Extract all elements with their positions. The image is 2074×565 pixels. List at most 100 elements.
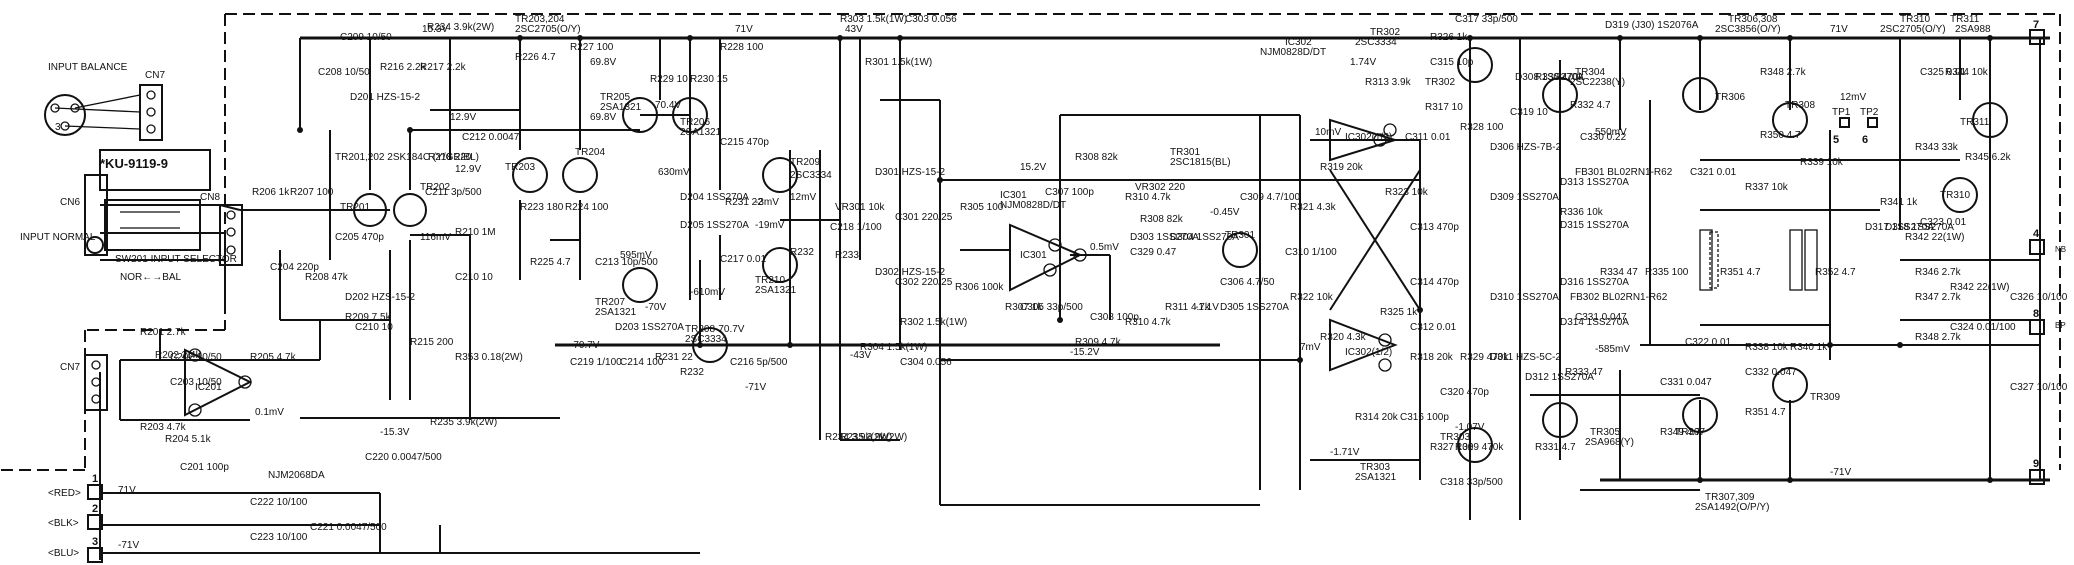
r225-label: R229 10 xyxy=(650,74,688,85)
vm71-mid: -71V xyxy=(745,382,766,393)
r303-label: R303 1.5k(1W) xyxy=(840,14,907,25)
r307-label: R307 1k xyxy=(1005,302,1043,313)
r219-label: R223 180 xyxy=(520,202,564,213)
r234-label: R234 3.9k(2W) xyxy=(427,22,494,33)
d202-label: D202 HZS-15-2 xyxy=(345,292,415,303)
d304-label: D304 1SS270A xyxy=(1170,232,1239,243)
vm3: -3mV xyxy=(755,197,779,208)
r204-label: R204 5.1k xyxy=(165,434,212,445)
r206-label: R206 1k xyxy=(252,187,290,198)
d302-label: D302 HZS-15-2 xyxy=(875,267,945,278)
r333-label: R334 47 xyxy=(1600,267,1638,278)
r347-label: R347 2.7k xyxy=(1915,292,1962,303)
c330-label: C331 0.047 xyxy=(1575,312,1627,323)
r325-label: R326 1k xyxy=(1430,32,1468,43)
tr205-type: 2SA1321 xyxy=(600,102,642,113)
r339-label: R340 1k xyxy=(1790,342,1828,353)
tr203-label: TR203 xyxy=(505,162,535,173)
tr310-type: 2SC2705(O/Y) xyxy=(1880,24,1946,35)
d317-label: D317 1SS270A xyxy=(1865,222,1934,233)
c306-label: C306 4.7/50 xyxy=(1220,277,1275,288)
tr301-type: 2SC1815(BL) xyxy=(1170,157,1231,168)
r353-label: R351 4.7 xyxy=(1720,267,1761,278)
v116: 116mV xyxy=(420,232,451,243)
tr205-label: TR205 xyxy=(600,92,630,103)
r220-label: R224 100 xyxy=(565,202,609,213)
c323-label: C323 0.01 xyxy=(1920,217,1967,228)
r346-label: R346 2.7k xyxy=(1915,267,1962,278)
c301-label: C301 220/25 xyxy=(895,212,953,223)
r233-label: R235 3.9k(2W) xyxy=(840,432,907,443)
c205-label: C205 470p xyxy=(335,232,384,243)
r235-label: R235 3.9k(2W) xyxy=(430,417,497,428)
c210-label: C210 10 xyxy=(455,272,493,283)
r331-label: R332 4.7 xyxy=(1570,100,1611,111)
r232-label: R234 3.9k(2W) xyxy=(825,432,892,443)
r209-label: R209 7.5k xyxy=(345,312,392,323)
ic201-opamp xyxy=(184,348,253,417)
tr307-label: TR307 xyxy=(1675,427,1705,438)
c322-label: C322 0.01 xyxy=(1685,337,1732,348)
tr309-label: TR309 xyxy=(1810,392,1840,403)
vm1-71: -1.71V xyxy=(1330,447,1360,458)
c314-label: C314 470p xyxy=(1410,277,1459,288)
r321-label: R322 10k xyxy=(1290,292,1334,303)
vm1-07: -1.07V xyxy=(1455,422,1485,433)
c329-label: C330 0.22 xyxy=(1580,132,1627,143)
ic201-type: NJM2068DA xyxy=(268,470,325,481)
board-label: *KU-9119-9 xyxy=(100,156,168,171)
v71-input: 71V xyxy=(118,485,136,496)
power-resistor-blocks xyxy=(1699,229,1818,291)
c221-label: C221 0.0047/500 xyxy=(310,522,387,533)
pin-4: 4 xyxy=(2033,228,2040,240)
cn7-block xyxy=(84,354,108,411)
r317-label: R318 20k xyxy=(1410,352,1454,363)
c219-label: C219 1/100 xyxy=(570,357,622,368)
r230-label: R232 xyxy=(790,247,814,258)
tr208-type: 2SC3334 xyxy=(685,334,727,345)
v550: 550mV xyxy=(1595,127,1627,138)
tr210-label: TR210 xyxy=(755,275,785,286)
tp1-label: TP1 xyxy=(1832,107,1851,118)
r340-label: R341 1k xyxy=(1880,197,1918,208)
c211-label: C211 3p/500 xyxy=(425,187,482,198)
tr303-chip: TR303 xyxy=(1440,432,1470,443)
c321-label: C321 0.01 xyxy=(1690,167,1737,178)
transistor-symbols xyxy=(512,47,2008,463)
c209-label: C210 10 xyxy=(355,322,393,333)
cn6-block xyxy=(84,149,211,256)
r313-label: R311 4.7k xyxy=(1165,302,1211,313)
cn8-label: CN8 xyxy=(200,192,220,203)
r216-label: R216 2.2k xyxy=(380,62,427,73)
tr302-chip: TR302 xyxy=(1425,77,1455,88)
input-normal-label: INPUT NORMAL xyxy=(20,232,96,243)
tr303-type: 2SA1321 xyxy=(1355,472,1397,483)
r-array-label: R353 0.18(2W) xyxy=(455,352,523,363)
tr203-204-label: TR203,204 xyxy=(515,14,565,25)
ic301-type: NJM0828D/DT xyxy=(1000,200,1066,211)
tr201-label: TR201 xyxy=(340,202,370,213)
vm15-3: -15.3V xyxy=(380,427,410,438)
tr304-type: 2SC2238(Y) xyxy=(1570,77,1625,88)
d316-label: D316 1SS270A xyxy=(1560,277,1629,288)
r221-label: R225 4.7 xyxy=(530,257,571,268)
c220-label: C220 0.0047/500 xyxy=(365,452,442,463)
r311-label: R310 4.7k xyxy=(1125,192,1172,203)
tr304-label: TR304 xyxy=(1575,67,1605,78)
v595: 595mV xyxy=(620,250,652,261)
tr204-label: TR204 xyxy=(575,147,605,158)
d308-label: D308 1SS270A xyxy=(1515,72,1584,83)
tr305-label: TR305 xyxy=(1590,427,1620,438)
c305-label: C305 33p/500 xyxy=(1020,302,1083,313)
c312-label: C312 0.01 xyxy=(1410,322,1457,333)
d314-label: D314 1SS270A xyxy=(1560,317,1629,328)
vm70-7a: -70.7V xyxy=(715,324,745,335)
r338-label: R339 10k xyxy=(1800,157,1844,168)
vm610: -610mV xyxy=(690,287,725,298)
tr302-type: 2SC3334 xyxy=(1355,37,1397,48)
ic301-opamp xyxy=(1009,223,1087,292)
d311-label: D311 HZS-5C-2 xyxy=(1490,352,1561,363)
c311-label: C311 0.01 xyxy=(1405,132,1451,143)
d305-label: D305 1SS270A xyxy=(1220,302,1289,313)
